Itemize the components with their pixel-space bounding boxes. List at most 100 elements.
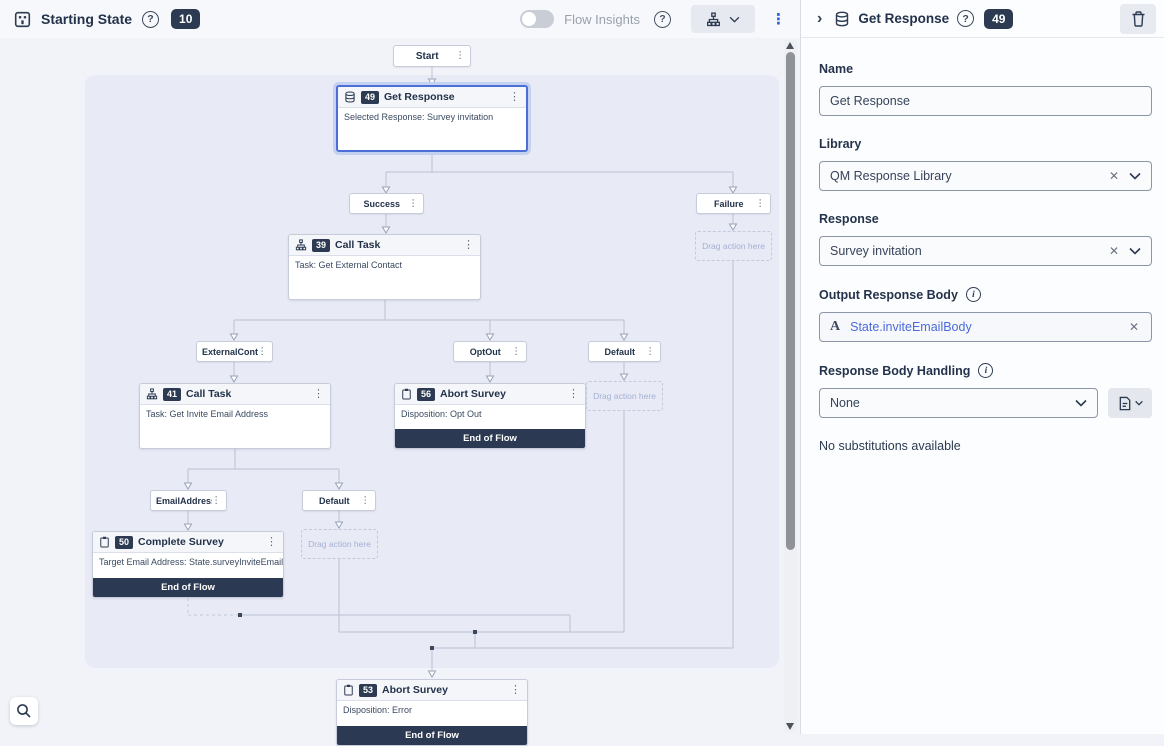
chevron-down-icon[interactable] — [1075, 399, 1087, 407]
response-template-button[interactable] — [1108, 388, 1152, 418]
string-type-icon: A — [830, 319, 841, 334]
node-summary: Selected Response: Survey invitation — [344, 112, 494, 122]
path-opt-out[interactable]: OptOut ⋮ — [453, 341, 527, 362]
kebab-menu-icon[interactable]: ⋮ — [755, 197, 766, 209]
delete-action-button[interactable] — [1120, 3, 1156, 34]
response-body-handling-select[interactable]: None — [819, 388, 1098, 418]
output-response-body-value: State.inviteEmailBody — [850, 320, 972, 334]
layout-view-button[interactable] — [691, 5, 755, 33]
kebab-menu-icon[interactable]: ⋮ — [510, 683, 521, 696]
database-icon — [836, 11, 849, 26]
node-header: 39 Call Task ⋮ — [289, 235, 480, 256]
node-summary: Disposition: Error — [343, 705, 413, 715]
panel-title: Get Response — [858, 11, 950, 26]
collapse-panel-icon[interactable]: › — [817, 9, 823, 27]
node-id-badge: 49 — [984, 8, 1014, 29]
action-properties-panel: › Get Response ? 49 Name Get Response Li… — [800, 0, 1164, 734]
drop-zone-default-1[interactable]: Drag action here — [586, 381, 663, 411]
kebab-menu-icon[interactable]: ⋮ — [455, 50, 466, 62]
canvas-vertical-scrollbar[interactable] — [784, 40, 797, 732]
start-label: Start — [415, 50, 439, 62]
kebab-menu-icon[interactable]: ⋮ — [408, 197, 419, 209]
path-label: Failure — [713, 198, 744, 209]
clear-icon[interactable]: ✕ — [1108, 169, 1119, 183]
node-header: 50 Complete Survey ⋮ — [93, 532, 283, 553]
node-id-badge: 39 — [312, 238, 331, 252]
path-default-2[interactable]: Default ⋮ — [302, 490, 376, 511]
flow-insights-label: Flow Insights — [564, 11, 640, 27]
path-label: EmailAddress... — [156, 495, 212, 506]
chevron-down-icon[interactable] — [1129, 172, 1141, 180]
scroll-down-arrow-icon[interactable] — [786, 723, 794, 730]
path-label: OptOut — [469, 346, 501, 357]
node-title: Get Response — [384, 91, 455, 103]
scrollbar-thumb[interactable] — [786, 52, 795, 550]
kebab-menu-icon[interactable]: ⋮ — [257, 345, 268, 357]
drop-zone-failure[interactable]: Drag action here — [695, 231, 772, 261]
node-id-badge: 53 — [359, 683, 378, 697]
node-summary: Task: Get External Contact — [295, 260, 403, 270]
clear-icon[interactable]: ✕ — [1108, 244, 1119, 258]
response-body-handling-value: None — [830, 396, 860, 410]
response-body-handling-label: Response Body Handling i — [819, 363, 1152, 378]
name-label: Name — [819, 62, 854, 76]
node-title: Call Task — [335, 239, 381, 251]
sitemap-icon — [707, 11, 720, 26]
sitemap-icon — [295, 239, 307, 251]
kebab-menu-icon[interactable]: ⋮ — [313, 387, 324, 400]
more-options-icon[interactable]: ⋮ — [771, 11, 786, 28]
kebab-menu-icon[interactable]: ⋮ — [266, 535, 277, 548]
output-response-body-field[interactable]: A State.inviteEmailBody ✕ — [819, 312, 1152, 342]
response-select[interactable]: Survey invitation ✕ — [819, 236, 1152, 266]
path-success[interactable]: Success ⋮ — [349, 193, 424, 214]
node-header: 56 Abort Survey ⋮ — [395, 384, 585, 405]
panel-header: › Get Response ? 49 — [801, 0, 1164, 38]
library-select[interactable]: QM Response Library ✕ — [819, 161, 1152, 191]
node-title: Complete Survey — [138, 536, 224, 548]
node-id-badge: 41 — [163, 387, 182, 401]
zoom-search-button[interactable] — [10, 697, 38, 725]
flow-insights-toggle[interactable] — [520, 10, 555, 28]
kebab-menu-icon[interactable]: ⋮ — [360, 494, 371, 506]
toggle-knob — [522, 12, 537, 26]
path-default-1[interactable]: Default ⋮ — [588, 341, 661, 362]
kebab-menu-icon[interactable]: ⋮ — [509, 90, 520, 103]
node-summary: Disposition: Opt Out — [401, 409, 482, 419]
info-icon[interactable]: i — [965, 287, 981, 302]
action-count-badge: 10 — [171, 9, 201, 29]
database-icon — [344, 91, 356, 103]
start-node[interactable]: Start ⋮ — [393, 45, 471, 67]
help-icon[interactable]: ? — [142, 10, 160, 28]
document-icon — [1119, 396, 1130, 410]
flow-canvas[interactable]: Start ⋮ 49 Get Response ⋮ Selected Respo… — [0, 38, 800, 746]
chevron-down-icon[interactable] — [1129, 247, 1141, 255]
clear-icon[interactable]: ✕ — [1128, 320, 1139, 334]
node-call-task-41[interactable]: 41 Call Task ⋮ Task: Get Invite Email Ad… — [139, 383, 331, 449]
drop-zone-default-2[interactable]: Drag action here — [301, 529, 378, 559]
node-abort-survey-53[interactable]: 53 Abort Survey ⋮ Disposition: Error End… — [336, 679, 528, 746]
node-title: Abort Survey — [382, 684, 448, 696]
node-get-response[interactable]: 49 Get Response ⋮ Selected Response: Sur… — [336, 85, 528, 152]
kebab-menu-icon[interactable]: ⋮ — [211, 494, 222, 506]
path-failure[interactable]: Failure ⋮ — [696, 193, 771, 214]
help-icon[interactable]: ? — [654, 10, 671, 28]
clipboard-icon — [401, 388, 412, 400]
sitemap-icon — [146, 388, 158, 400]
chevron-down-icon — [1134, 400, 1143, 406]
scroll-up-arrow-icon[interactable] — [786, 42, 794, 49]
info-icon[interactable]: i — [978, 363, 994, 378]
kebab-menu-icon[interactable]: ⋮ — [568, 387, 579, 400]
substitutions-note: No substitutions available — [819, 439, 961, 453]
node-id-badge: 56 — [417, 387, 436, 401]
kebab-menu-icon[interactable]: ⋮ — [511, 345, 522, 357]
kebab-menu-icon[interactable]: ⋮ — [463, 238, 474, 251]
node-complete-survey-50[interactable]: 50 Complete Survey ⋮ Target Email Addres… — [92, 531, 284, 598]
node-title: Call Task — [186, 388, 232, 400]
node-call-task-39[interactable]: 39 Call Task ⋮ Task: Get External Contac… — [288, 234, 481, 300]
help-icon[interactable]: ? — [957, 10, 975, 27]
kebab-menu-icon[interactable]: ⋮ — [645, 345, 656, 357]
node-abort-survey-56[interactable]: 56 Abort Survey ⋮ Disposition: Opt Out E… — [394, 383, 586, 449]
name-input[interactable]: Get Response — [819, 86, 1152, 116]
